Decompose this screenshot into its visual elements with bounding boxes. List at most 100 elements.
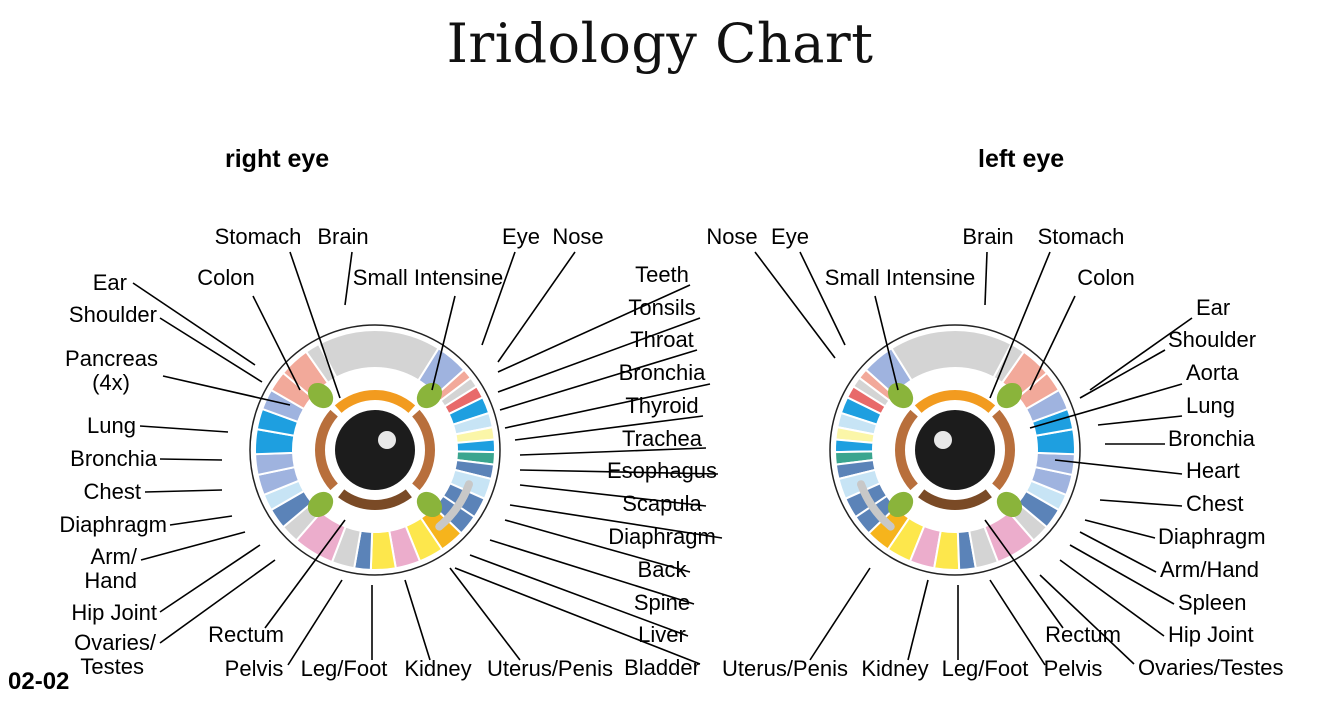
- label-left-eye-labels-hip-joint: Hip Joint: [1168, 622, 1254, 647]
- leader-line: [1079, 349, 1166, 399]
- leader-line: [159, 559, 276, 644]
- leader-line: [497, 251, 576, 363]
- green-node: [887, 382, 914, 409]
- label-left-eye-labels-kidney: Kidney: [861, 656, 928, 681]
- leader-line: [264, 519, 346, 629]
- label-center-labels-scapula: Scapula: [622, 491, 702, 516]
- right-iris: [249, 324, 501, 576]
- leader-line: [519, 469, 719, 475]
- label-left-eye-labels-pelvis: Pelvis: [1044, 656, 1103, 681]
- green-node: [887, 491, 914, 518]
- leader-line: [1039, 574, 1135, 665]
- label-right-eye-labels-eye: Eye: [502, 224, 540, 249]
- label-right-eye-labels-stomach: Stomach: [215, 224, 302, 249]
- leader-line: [1069, 544, 1175, 605]
- green-node: [307, 382, 334, 409]
- leader-line: [1084, 519, 1156, 539]
- leader-line: [1099, 499, 1183, 507]
- leader-line: [509, 504, 723, 539]
- label-left-eye-labels-eye: Eye: [771, 224, 809, 249]
- green-node: [416, 382, 443, 409]
- leader-line: [1029, 383, 1183, 429]
- leader-line: [504, 383, 711, 429]
- pupil-highlight: [378, 431, 396, 449]
- leader-line: [1029, 295, 1076, 391]
- label-right-eye-labels-nose: Nose: [552, 224, 603, 249]
- pupil-highlight: [934, 431, 952, 449]
- leader-line: [404, 579, 431, 661]
- leader-line: [481, 251, 516, 346]
- label-left-eye-labels-uterus-penis: Uterus/Penis: [722, 656, 848, 681]
- leader-line: [1079, 531, 1157, 573]
- leader-line: [809, 567, 871, 661]
- label-right-eye-labels-colon: Colon: [197, 265, 254, 290]
- colon-arc-a: [412, 409, 436, 491]
- green-node: [996, 491, 1023, 518]
- label-center-labels-bladder: Bladder: [624, 655, 700, 680]
- leader-line: [989, 579, 1046, 666]
- label-right-eye-labels-leg-foot: Leg/Foot: [301, 656, 388, 681]
- label-left-eye-labels-arm-hand: Arm/Hand: [1160, 557, 1259, 582]
- label-center-labels-diaphragm: Diaphragm: [608, 524, 716, 549]
- label-left-eye-labels-rectum: Rectum: [1045, 622, 1121, 647]
- label-center-labels-bronchia: Bronchia: [619, 360, 707, 385]
- stomach-arc: [334, 390, 416, 413]
- colon-arc-a: [894, 409, 918, 491]
- left-iris: [829, 324, 1081, 576]
- leader-line: [504, 519, 691, 573]
- label-left-eye-labels-brain: Brain: [962, 224, 1013, 249]
- leader-line: [144, 489, 223, 493]
- leader-line: [519, 447, 707, 456]
- leader-line: [1059, 559, 1165, 637]
- label-right-eye-labels-small-intestine: Small Intensine: [353, 265, 503, 290]
- rectum-arc: [918, 489, 992, 511]
- rectum-arc: [338, 489, 412, 511]
- stomach-arc: [914, 390, 996, 413]
- label-right-eye-labels-pancreas-note: (4x): [92, 370, 130, 395]
- leader-line: [984, 519, 1064, 629]
- label-right-eye-labels-pelvis: Pelvis: [225, 656, 284, 681]
- label-right-eye-labels-hip-joint: Hip Joint: [71, 600, 157, 625]
- leader-line: [989, 251, 1051, 399]
- green-node: [307, 491, 334, 518]
- label-right-eye-labels-rectum: Rectum: [208, 622, 284, 647]
- label-center-labels-thyroid: Thyroid: [625, 393, 698, 418]
- colon-arc-b: [992, 409, 1015, 491]
- label-left-eye-labels-chest: Chest: [1186, 491, 1243, 516]
- pupil: [335, 410, 415, 490]
- leader-line: [1089, 317, 1193, 391]
- colon-arc-b: [315, 409, 338, 491]
- label-center-labels-liver: Liver: [638, 622, 686, 647]
- leader-lines: [132, 251, 1193, 666]
- spine-arc: [857, 480, 895, 531]
- leader-line: [499, 349, 698, 411]
- leader-line: [139, 425, 229, 433]
- label-left-eye-labels-colon: Colon: [1077, 265, 1134, 290]
- label-right-eye-labels-ovaries: Ovaries/: [74, 630, 157, 655]
- leader-line: [162, 375, 291, 406]
- leader-line: [754, 251, 836, 359]
- leader-line: [287, 579, 343, 666]
- label-left-eye-labels-spleen: Spleen: [1178, 590, 1247, 615]
- organ-labels: EarShoulderPancreas(4x)LungBronchiaChest…: [59, 224, 1283, 681]
- leader-line: [169, 515, 233, 526]
- label-center-labels-spine: Spine: [634, 590, 690, 615]
- label-left-eye-labels-bronchia: Bronchia: [1168, 426, 1256, 451]
- label-right-eye-labels-lung: Lung: [87, 413, 136, 438]
- leader-line: [497, 284, 691, 373]
- label-right-eye-labels-diaphragm: Diaphragm: [59, 512, 167, 537]
- label-right-eye-labels-chest: Chest: [84, 479, 141, 504]
- leader-line: [1097, 415, 1183, 426]
- leader-line: [140, 531, 246, 561]
- label-center-labels-throat: Throat: [630, 327, 694, 352]
- label-right-eye-labels-ear: Ear: [93, 270, 127, 295]
- leader-line: [159, 544, 261, 613]
- zone-colon: [304, 342, 338, 385]
- leader-line: [449, 567, 521, 661]
- label-right-eye-labels-bronchia: Bronchia: [70, 446, 158, 471]
- label-right-eye-labels-hand: Hand: [84, 568, 137, 593]
- label-center-labels-trachea: Trachea: [622, 426, 703, 451]
- label-left-eye-labels-lung: Lung: [1186, 393, 1235, 418]
